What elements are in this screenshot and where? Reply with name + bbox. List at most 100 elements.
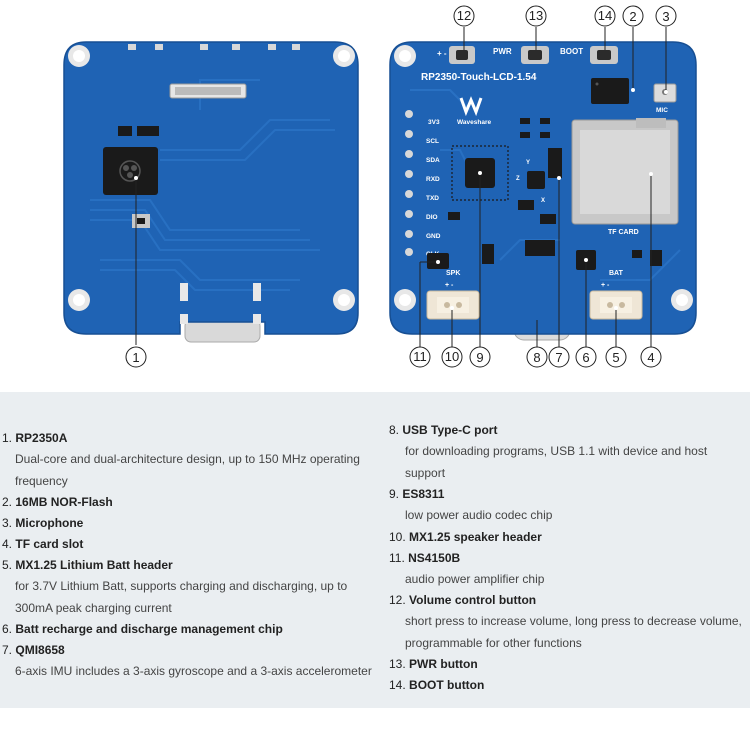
pwr-label: PWR bbox=[493, 47, 512, 56]
pin-gnd: GND bbox=[426, 233, 441, 240]
legend-title: RP2350A bbox=[15, 431, 68, 445]
callout-1: 1 bbox=[125, 346, 147, 368]
volume-button bbox=[449, 46, 475, 64]
legend-item-2: 2. 16MB NOR-Flash bbox=[2, 492, 384, 513]
callout-dots bbox=[436, 88, 668, 310]
legend-title: TF card slot bbox=[15, 537, 84, 551]
component-legend: 1. RP2350A Dual-core and dual-architectu… bbox=[0, 392, 750, 708]
spk-plus-minus: + - bbox=[445, 282, 454, 289]
legend-title: PWR button bbox=[409, 657, 478, 671]
board-name-label: RP2350-Touch-LCD-1.54 bbox=[421, 72, 537, 83]
callout-5: 5 bbox=[605, 346, 627, 368]
svg-text:4: 4 bbox=[647, 350, 654, 365]
legend-num: 10. bbox=[389, 529, 406, 544]
volume-plus-minus: + - bbox=[437, 49, 447, 58]
qmi8658-chip bbox=[527, 171, 545, 189]
svg-text:3: 3 bbox=[662, 9, 669, 24]
pin-dio: DIO bbox=[426, 214, 438, 221]
boot-label: BOOT bbox=[560, 47, 583, 56]
brand-label: Waveshare bbox=[457, 119, 491, 126]
left-board bbox=[63, 41, 359, 345]
callout-9: 9 bbox=[469, 346, 491, 368]
legend-item-1: 1. RP2350A Dual-core and dual-architectu… bbox=[2, 428, 384, 492]
legend-num: 12. bbox=[389, 593, 406, 607]
tf-card-label: TF CARD bbox=[608, 229, 639, 236]
left-traces bbox=[90, 79, 335, 291]
axis-y-label: Y bbox=[526, 160, 530, 166]
legend-desc: for 3.7V Lithium Batt, supports charging… bbox=[15, 579, 348, 615]
callout-8: 8 bbox=[526, 346, 548, 368]
legend-title: NS4150B bbox=[408, 550, 461, 565]
legend-item-12: 12. Volume control button short press to… bbox=[389, 590, 749, 654]
legend-title: 16MB NOR-Flash bbox=[15, 495, 113, 509]
legend-item-4: 4. TF card slot bbox=[2, 534, 384, 555]
callout-2: 2 bbox=[622, 5, 644, 27]
legend-title: Batt recharge and discharge management c… bbox=[15, 622, 283, 636]
svg-text:6: 6 bbox=[582, 350, 589, 365]
callout-lines bbox=[419, 27, 667, 347]
callout-11: 11 bbox=[409, 346, 431, 368]
legend-desc: low power audio codec chip bbox=[405, 508, 553, 522]
axis-z-label: Z bbox=[516, 176, 520, 182]
battery-header bbox=[589, 290, 643, 320]
callout-badges: 1 12 13 14 2 3 11 10 bbox=[125, 5, 677, 368]
legend-num: 9. bbox=[389, 487, 400, 501]
left-top-pads bbox=[128, 44, 300, 50]
svg-text:13: 13 bbox=[529, 8, 543, 23]
svg-text:5: 5 bbox=[612, 350, 619, 365]
left-bottom-pads bbox=[180, 283, 261, 324]
legend-title: ES8311 bbox=[402, 487, 445, 501]
svg-text:10: 10 bbox=[445, 349, 459, 364]
small-components bbox=[448, 118, 662, 266]
rp2350a-chip bbox=[103, 147, 158, 195]
callout-4: 4 bbox=[640, 346, 662, 368]
nor-flash-chip bbox=[591, 78, 629, 104]
legend-num: 1. bbox=[2, 431, 13, 445]
legend-title: Microphone bbox=[15, 516, 84, 530]
legend-right-column: 8. USB Type-C port for downloading progr… bbox=[389, 420, 749, 696]
pin-scl: SCL bbox=[426, 138, 439, 145]
legend-item-9: 9. ES8311 low power audio codec chip bbox=[389, 484, 749, 527]
bat-plus-minus: + - bbox=[601, 282, 610, 289]
callout-10: 10 bbox=[441, 346, 463, 368]
legend-num: 7. bbox=[2, 643, 13, 657]
legend-left-column: 1. RP2350A Dual-core and dual-architectu… bbox=[2, 428, 384, 683]
legend-item-10: 10. MX1.25 speaker header bbox=[389, 527, 749, 548]
legend-item-11: 11. NS4150B audio power amplifier chip bbox=[389, 548, 749, 591]
right-mount-holes bbox=[394, 45, 693, 311]
svg-text:12: 12 bbox=[457, 8, 471, 23]
callout-7: 7 bbox=[548, 346, 570, 368]
spk-label: SPK bbox=[446, 270, 460, 277]
bat-label: BAT bbox=[609, 270, 624, 277]
legend-num: 3. bbox=[2, 516, 13, 530]
legend-desc: for downloading programs, USB 1.1 with d… bbox=[405, 444, 708, 480]
legend-item-6: 6. Batt recharge and discharge managemen… bbox=[2, 619, 384, 640]
svg-text:2: 2 bbox=[629, 9, 636, 24]
legend-item-8: 8. USB Type-C port for downloading progr… bbox=[389, 420, 749, 484]
right-board: + - PWR BOOT RP2350-Touch-LCD-1.54 Waves… bbox=[389, 41, 697, 341]
legend-title: MX1.25 Lithium Batt header bbox=[15, 558, 173, 572]
legend-title: QMI8658 bbox=[15, 643, 65, 657]
callout-13: 13 bbox=[525, 5, 547, 27]
svg-text:9: 9 bbox=[476, 350, 483, 365]
svg-text:1: 1 bbox=[132, 350, 139, 365]
legend-title: USB Type-C port bbox=[402, 423, 498, 437]
legend-desc: Dual-core and dual-architecture design, … bbox=[15, 452, 360, 488]
legend-item-3: 3. Microphone bbox=[2, 513, 384, 534]
legend-num: 14. bbox=[389, 678, 406, 692]
callout-14: 14 bbox=[594, 5, 616, 27]
raspberry-logo-icon bbox=[119, 160, 141, 182]
pin-txd: TXD bbox=[426, 195, 439, 202]
legend-desc: audio power amplifier chip bbox=[405, 571, 545, 586]
waveshare-logo-icon bbox=[459, 96, 483, 117]
legend-item-14: 14. BOOT button bbox=[389, 675, 749, 696]
legend-title: MX1.25 speaker header bbox=[409, 529, 542, 544]
left-mount-holes bbox=[68, 45, 355, 311]
legend-desc: 6-axis IMU includes a 3-axis gyroscope a… bbox=[15, 664, 372, 678]
legend-item-7: 7. QMI8658 6-axis IMU includes a 3-axis … bbox=[2, 640, 384, 683]
svg-text:8: 8 bbox=[533, 350, 540, 365]
legend-desc: short press to increase volume, long pre… bbox=[405, 614, 742, 650]
legend-num: 5. bbox=[2, 558, 13, 572]
legend-num: 4. bbox=[2, 537, 13, 551]
pin-3v3: 3V3 bbox=[428, 119, 440, 126]
